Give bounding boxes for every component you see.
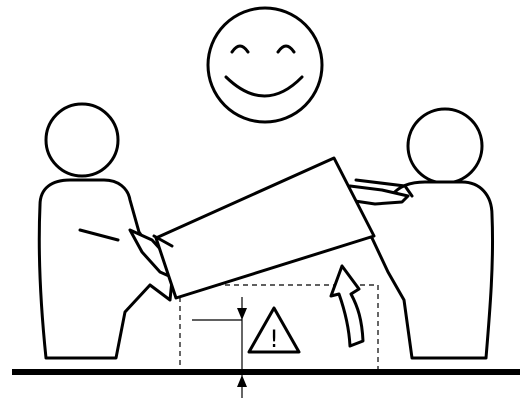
left-person-head [46, 104, 118, 176]
smiley-face-icon [208, 8, 322, 122]
height-measurement [192, 297, 247, 398]
warning-triangle-icon: ! [249, 308, 299, 353]
curved-up-arrow-icon [331, 266, 363, 346]
left-person [39, 104, 178, 358]
right-person-head [408, 109, 482, 183]
warning-mark: ! [269, 325, 279, 353]
left-person-body [39, 180, 172, 358]
